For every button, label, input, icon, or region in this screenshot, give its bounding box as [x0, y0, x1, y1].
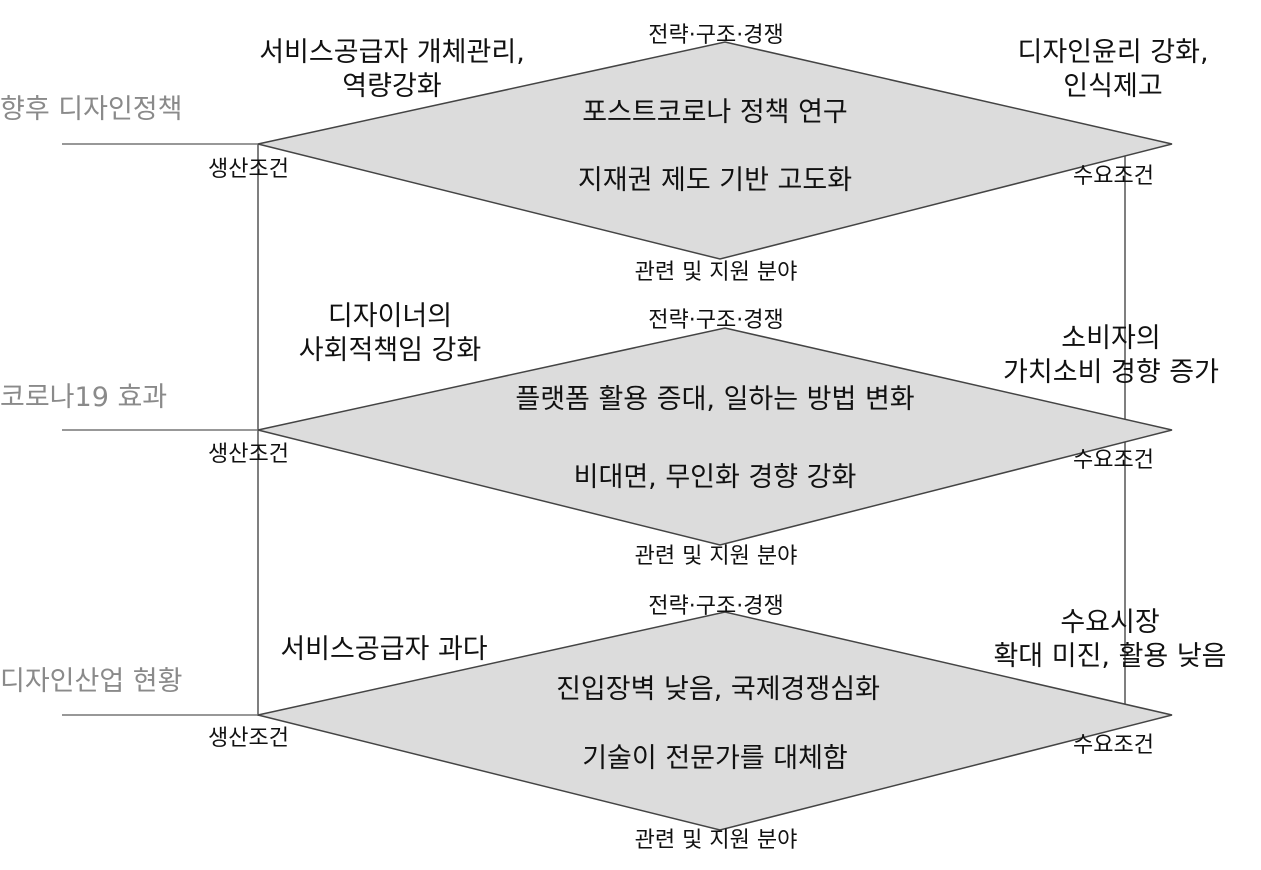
diamond-bottom-label: 관련 및 지원 분야	[634, 828, 798, 853]
diamond-top-label: 전략·구조·경쟁	[648, 23, 784, 48]
right-note-line-2: 확대 미진, 활용 낮음	[993, 640, 1227, 672]
left-note: 서비스공급자 과다	[280, 633, 487, 667]
left-note-line-2: 역량강화	[342, 70, 442, 102]
left-note-line-1: 서비스공급자 과다	[280, 634, 488, 665]
right-note-line-1: 소비자의	[1061, 323, 1161, 354]
right-corner-label: 수요조건	[1073, 164, 1154, 189]
center-text-2: 비대면, 무인화 경향 강화	[573, 462, 857, 493]
center-text-1: 플랫폼 활용 증대, 일하는 방법 변화	[515, 384, 915, 415]
row-label: 코로나19 효과	[0, 382, 168, 413]
right-note: 수요시장 확대 미진, 활용 낮음	[993, 606, 1226, 674]
center-text-2: 기술이 전문가를 대체함	[582, 743, 848, 774]
diamond-bottom-label: 관련 및 지원 분야	[634, 260, 798, 285]
right-note-line-1: 디자인윤리 강화,	[1017, 37, 1209, 68]
diamond-3	[257, 611, 1173, 831]
diamond-2	[257, 327, 1173, 546]
left-note-line-1: 서비스공급자 개체관리,	[259, 37, 525, 68]
center-text-1: 진입장벽 낮음, 국제경쟁심화	[556, 674, 880, 705]
right-note-line-2: 인식제고	[1063, 70, 1163, 102]
right-corner-label: 수요조건	[1073, 448, 1154, 473]
diamond-top-label: 전략·구조·경쟁	[648, 594, 784, 619]
center-text-1: 포스트코로나 정책 연구	[582, 97, 848, 128]
left-corner-label: 생산조건	[208, 442, 289, 467]
diamond-bottom-label: 관련 및 지원 분야	[634, 544, 798, 569]
left-note: 디자이너의 사회적책임 강화	[299, 300, 481, 368]
right-corner-label: 수요조건	[1073, 733, 1154, 758]
right-note: 디자인윤리 강화, 인식제고	[1017, 36, 1208, 104]
left-corner-label: 생산조건	[208, 726, 289, 751]
right-note-line-2: 가치소비 경향 증가	[1003, 356, 1219, 388]
row-label: 향후 디자인정책	[0, 94, 183, 125]
diamond-top-label: 전략·구조·경쟁	[648, 308, 784, 333]
left-note-line-1: 디자이너의	[327, 301, 453, 332]
center-text-2: 지재권 제도 기반 고도화	[577, 165, 853, 196]
left-note-line-2: 사회적책임 강화	[298, 334, 482, 366]
right-note: 소비자의 가치소비 경향 증가	[1003, 322, 1219, 390]
diamond-1	[257, 41, 1173, 260]
left-note: 서비스공급자 개체관리, 역량강화	[259, 36, 525, 104]
right-note-line-1: 수요시장	[1060, 607, 1160, 638]
row-label: 디자인산업 현황	[0, 666, 183, 697]
left-corner-label: 생산조건	[208, 157, 289, 182]
